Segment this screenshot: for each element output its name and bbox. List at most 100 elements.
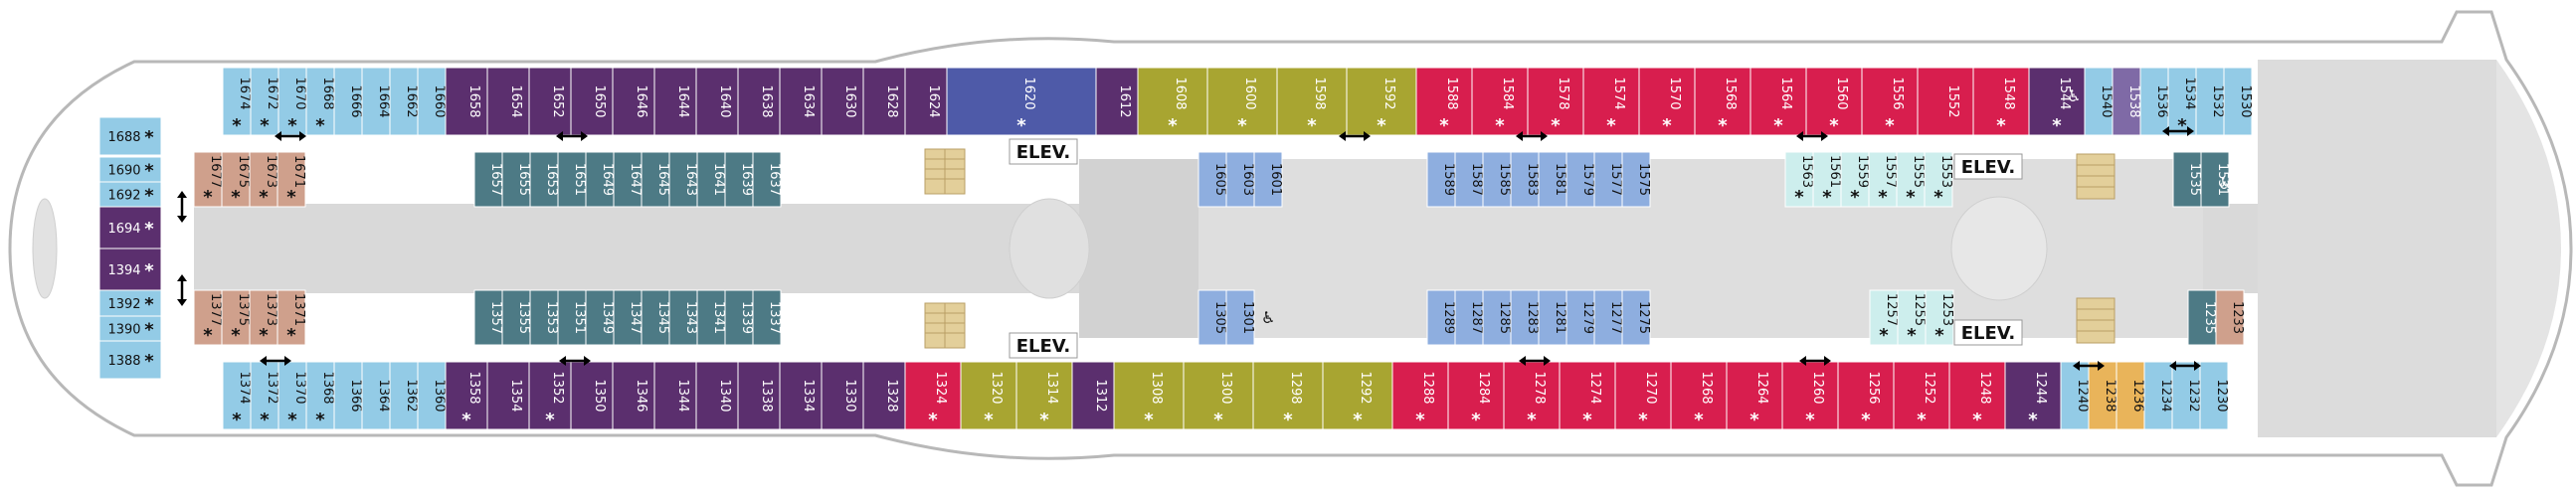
cabin-1628[interactable]: 1628 xyxy=(862,67,906,136)
cabin-1673[interactable]: 1673* xyxy=(249,151,278,208)
cabin-1664[interactable]: 1664 xyxy=(361,67,391,136)
cabin-1535[interactable]: 1535 xyxy=(2172,151,2202,208)
cabin-1570[interactable]: 1570* xyxy=(1638,67,1696,136)
cabin-1248[interactable]: 1248* xyxy=(1948,361,2006,430)
cabin-1308[interactable]: 1308* xyxy=(1113,361,1185,430)
cabin-1646[interactable]: 1646 xyxy=(612,67,655,136)
cabin-1349[interactable]: 1349 xyxy=(585,289,615,346)
cabin-1256[interactable]: 1256* xyxy=(1837,361,1895,430)
cabin-1353[interactable]: 1353 xyxy=(529,289,559,346)
cabin-1364[interactable]: 1364 xyxy=(361,361,391,430)
cabin-1341[interactable]: 1341 xyxy=(696,289,726,346)
cabin-1338[interactable]: 1338 xyxy=(737,361,781,430)
cabin-1534[interactable]: 1534* xyxy=(2167,67,2197,136)
cabin-1300[interactable]: 1300* xyxy=(1183,361,1254,430)
cabin-1694[interactable]: 1694* xyxy=(98,206,162,249)
cabin-1557[interactable]: 1557* xyxy=(1868,151,1898,208)
cabin-1277[interactable]: 1277 xyxy=(1593,289,1623,346)
cabin-1370[interactable]: 1370* xyxy=(277,361,307,430)
cabin-1688[interactable]: 1688* xyxy=(98,116,162,156)
cabin-1652[interactable]: 1652 xyxy=(528,67,572,136)
cabin-1339[interactable]: 1339 xyxy=(724,289,754,346)
cabin-1553[interactable]: 1553* xyxy=(1924,151,1953,208)
cabin-1605[interactable]: 1605 xyxy=(1197,151,1227,208)
cabin-1608[interactable]: 1608* xyxy=(1137,67,1208,136)
cabin-1677[interactable]: 1677* xyxy=(193,151,223,208)
cabin-1641[interactable]: 1641 xyxy=(696,151,726,208)
cabin-1637[interactable]: 1637 xyxy=(752,151,782,208)
cabin-1264[interactable]: 1264* xyxy=(1726,361,1783,430)
cabin-1388[interactable]: 1388* xyxy=(98,340,162,380)
cabin-1568[interactable]: 1568* xyxy=(1694,67,1751,136)
cabin-1252[interactable]: 1252* xyxy=(1893,361,1950,430)
cabin-1283[interactable]: 1283 xyxy=(1510,289,1540,346)
cabin-1253[interactable]: 1253* xyxy=(1925,289,1954,346)
cabin-1324[interactable]: 1324* xyxy=(904,361,962,430)
cabin-1600[interactable]: 1600* xyxy=(1206,67,1278,136)
cabin-1544[interactable]: 1544* xyxy=(2028,67,2086,136)
cabin-1583[interactable]: 1583 xyxy=(1510,151,1540,208)
cabin-1314[interactable]: 1314* xyxy=(1015,361,1073,430)
cabin-1281[interactable]: 1281 xyxy=(1538,289,1567,346)
cabin-1345[interactable]: 1345 xyxy=(641,289,670,346)
cabin-1377[interactable]: 1377* xyxy=(193,289,223,346)
cabin-1574[interactable]: 1574* xyxy=(1582,67,1640,136)
cabin-1344[interactable]: 1344 xyxy=(653,361,697,430)
cabin-1236[interactable]: 1236 xyxy=(2116,361,2145,430)
cabin-1274[interactable]: 1274* xyxy=(1559,361,1616,430)
cabin-1346[interactable]: 1346 xyxy=(612,361,655,430)
cabin-1360[interactable]: 1360 xyxy=(417,361,447,430)
cabin-1328[interactable]: 1328 xyxy=(862,361,906,430)
cabin-1578[interactable]: 1578* xyxy=(1527,67,1584,136)
cabin-1589[interactable]: 1589 xyxy=(1426,151,1456,208)
cabin-1366[interactable]: 1366 xyxy=(333,361,363,430)
cabin-1561[interactable]: 1561* xyxy=(1812,151,1842,208)
cabin-1285[interactable]: 1285 xyxy=(1482,289,1512,346)
cabin-1651[interactable]: 1651 xyxy=(557,151,587,208)
cabin-1362[interactable]: 1362 xyxy=(389,361,419,430)
cabin-1587[interactable]: 1587 xyxy=(1454,151,1484,208)
cabin-1662[interactable]: 1662 xyxy=(389,67,419,136)
cabin-1668[interactable]: 1668* xyxy=(305,67,335,136)
cabin-1233[interactable]: 1233 xyxy=(2215,289,2245,346)
cabin-1330[interactable]: 1330 xyxy=(821,361,864,430)
cabin-1588[interactable]: 1588* xyxy=(1415,67,1473,136)
cabin-1340[interactable]: 1340 xyxy=(695,361,739,430)
cabin-1351[interactable]: 1351 xyxy=(557,289,587,346)
cabin-1579[interactable]: 1579 xyxy=(1565,151,1595,208)
cabin-1530[interactable]: 1530 xyxy=(2223,67,2253,136)
cabin-1560[interactable]: 1560* xyxy=(1805,67,1863,136)
cabin-1692[interactable]: 1692* xyxy=(98,181,162,208)
cabin-1612[interactable]: 1612 xyxy=(1095,67,1139,136)
cabin-1536[interactable]: 1536 xyxy=(2139,67,2169,136)
cabin-1639[interactable]: 1639 xyxy=(724,151,754,208)
cabin-1334[interactable]: 1334 xyxy=(779,361,823,430)
cabin-1674[interactable]: 1674* xyxy=(222,67,252,136)
cabin-1352[interactable]: 1352* xyxy=(528,361,572,430)
cabin-1257[interactable]: 1257* xyxy=(1869,289,1899,346)
cabin-1374[interactable]: 1374* xyxy=(222,361,252,430)
cabin-1640[interactable]: 1640 xyxy=(695,67,739,136)
cabin-1278[interactable]: 1278* xyxy=(1503,361,1561,430)
cabin-1584[interactable]: 1584* xyxy=(1471,67,1529,136)
cabin-1575[interactable]: 1575 xyxy=(1621,151,1651,208)
cabin-1671[interactable]: 1671* xyxy=(276,151,306,208)
cabin-1675[interactable]: 1675* xyxy=(221,151,251,208)
cabin-1581[interactable]: 1581 xyxy=(1538,151,1567,208)
cabin-1670[interactable]: 1670* xyxy=(277,67,307,136)
cabin-1563[interactable]: 1563* xyxy=(1784,151,1814,208)
cabin-1601[interactable]: 1601 xyxy=(1253,151,1283,208)
cabin-1320[interactable]: 1320* xyxy=(960,361,1017,430)
cabin-1643[interactable]: 1643 xyxy=(668,151,698,208)
cabin-1292[interactable]: 1292* xyxy=(1322,361,1393,430)
cabin-1655[interactable]: 1655 xyxy=(501,151,531,208)
cabin-1638[interactable]: 1638 xyxy=(737,67,781,136)
cabin-1287[interactable]: 1287 xyxy=(1454,289,1484,346)
cabin-1666[interactable]: 1666 xyxy=(333,67,363,136)
cabin-1644[interactable]: 1644 xyxy=(653,67,697,136)
cabin-1268[interactable]: 1268* xyxy=(1670,361,1728,430)
cabin-1312[interactable]: 1312 xyxy=(1071,361,1115,430)
cabin-1555[interactable]: 1555* xyxy=(1896,151,1926,208)
cabin-1690[interactable]: 1690* xyxy=(98,156,162,183)
cabin-1373[interactable]: 1373* xyxy=(249,289,278,346)
